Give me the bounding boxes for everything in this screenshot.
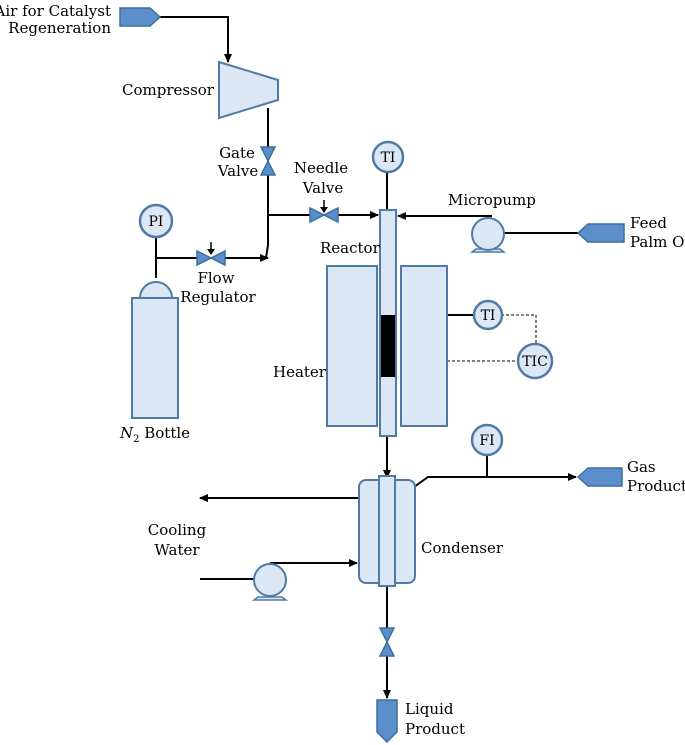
gas-product-label-line1: Gas <box>627 458 656 476</box>
pipe-gas-product <box>395 473 577 501</box>
heater-temperature-indicator: TI <box>472 299 504 331</box>
tic-label: TIC <box>522 354 548 370</box>
gas-product-label-line2: Product <box>627 477 685 495</box>
flow-regulator-label-line2: Regulator <box>180 288 256 306</box>
cooling-water-pump <box>251 563 289 601</box>
catalyst-bed <box>381 315 395 377</box>
feed-label-line2: Palm Oil <box>630 233 685 251</box>
micropump-label: Micropump <box>448 191 536 209</box>
flow-regulator-label-line1: Flow <box>197 269 234 287</box>
gate-valve-label-line1: Gate <box>219 144 255 162</box>
air-label-line1: Air for Catalyst <box>0 2 111 20</box>
gas-product-arrow <box>576 467 623 487</box>
air-label-line2: Regeneration <box>8 19 111 37</box>
n2-bottle <box>131 281 179 419</box>
reactor <box>379 209 397 437</box>
heater <box>326 265 448 427</box>
compressor <box>218 60 279 120</box>
fi-label: FI <box>479 433 494 449</box>
cooling-water-label-line1: Cooling <box>148 521 207 539</box>
condenser-label: Condenser <box>421 539 504 557</box>
flow-regulator <box>196 242 226 267</box>
pipe-air-to-compressor <box>160 16 232 63</box>
needle-valve-label-line2: Valve <box>302 179 344 197</box>
needle-valve-label-line1: Needle <box>294 159 348 177</box>
liquid-product-label-line1: Liquid <box>405 700 454 718</box>
ti-to-tic-line <box>501 314 537 345</box>
pressure-indicator: PI <box>138 203 174 239</box>
flow-indicator: FI <box>470 423 504 457</box>
needle-valve <box>309 200 339 224</box>
n2-bottle-label: N2 Bottle <box>119 424 190 445</box>
top-temperature-indicator: TI <box>371 140 405 174</box>
liquid-gate-valve <box>378 627 396 657</box>
micropump <box>469 217 507 253</box>
feed-inlet-arrow <box>576 223 625 243</box>
control-lines <box>447 314 537 362</box>
reactor-label: Reactor <box>320 239 381 257</box>
gate-valve-label-line2: Valve <box>217 162 259 180</box>
temperature-controller: TIC <box>516 342 554 380</box>
feed-label-line1: Feed <box>630 214 667 232</box>
heater-label: Heater <box>273 363 327 381</box>
pipe-regulator-to-junction <box>265 244 269 259</box>
compressor-label: Compressor <box>122 81 215 99</box>
condenser <box>358 475 416 587</box>
ti-top-label: TI <box>381 150 396 166</box>
liquid-product-label-line2: Product <box>405 720 465 738</box>
pi-label: PI <box>149 214 164 230</box>
ti-heater-label: TI <box>481 308 496 324</box>
cooling-water-label-line2: Water <box>154 541 200 559</box>
air-inlet-arrow <box>119 7 162 27</box>
liquid-product-arrow <box>376 699 398 744</box>
gate-valve <box>259 146 277 176</box>
